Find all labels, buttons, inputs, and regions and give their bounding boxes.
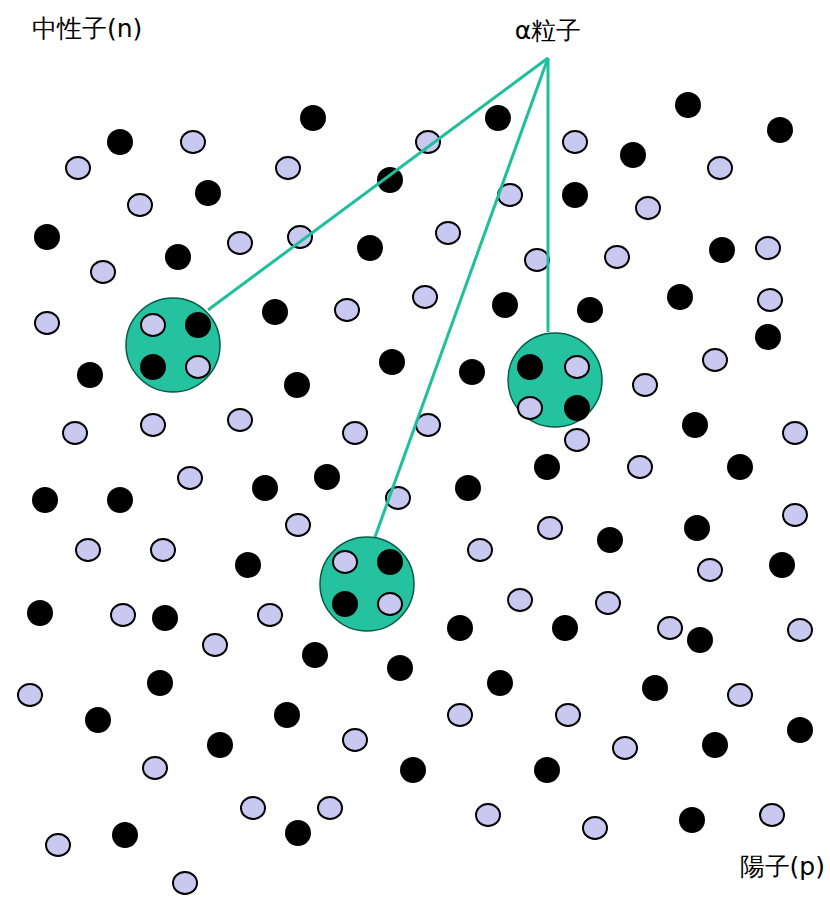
alpha-clusters	[126, 298, 602, 631]
neutron-label: 中性子(n)	[32, 14, 142, 44]
proton-label: 陽子(p)	[740, 852, 825, 882]
alpha-label: α粒子	[515, 16, 581, 46]
leader-lines	[208, 58, 548, 537]
neutron-dots	[27, 92, 813, 848]
proton-dots	[18, 131, 812, 894]
